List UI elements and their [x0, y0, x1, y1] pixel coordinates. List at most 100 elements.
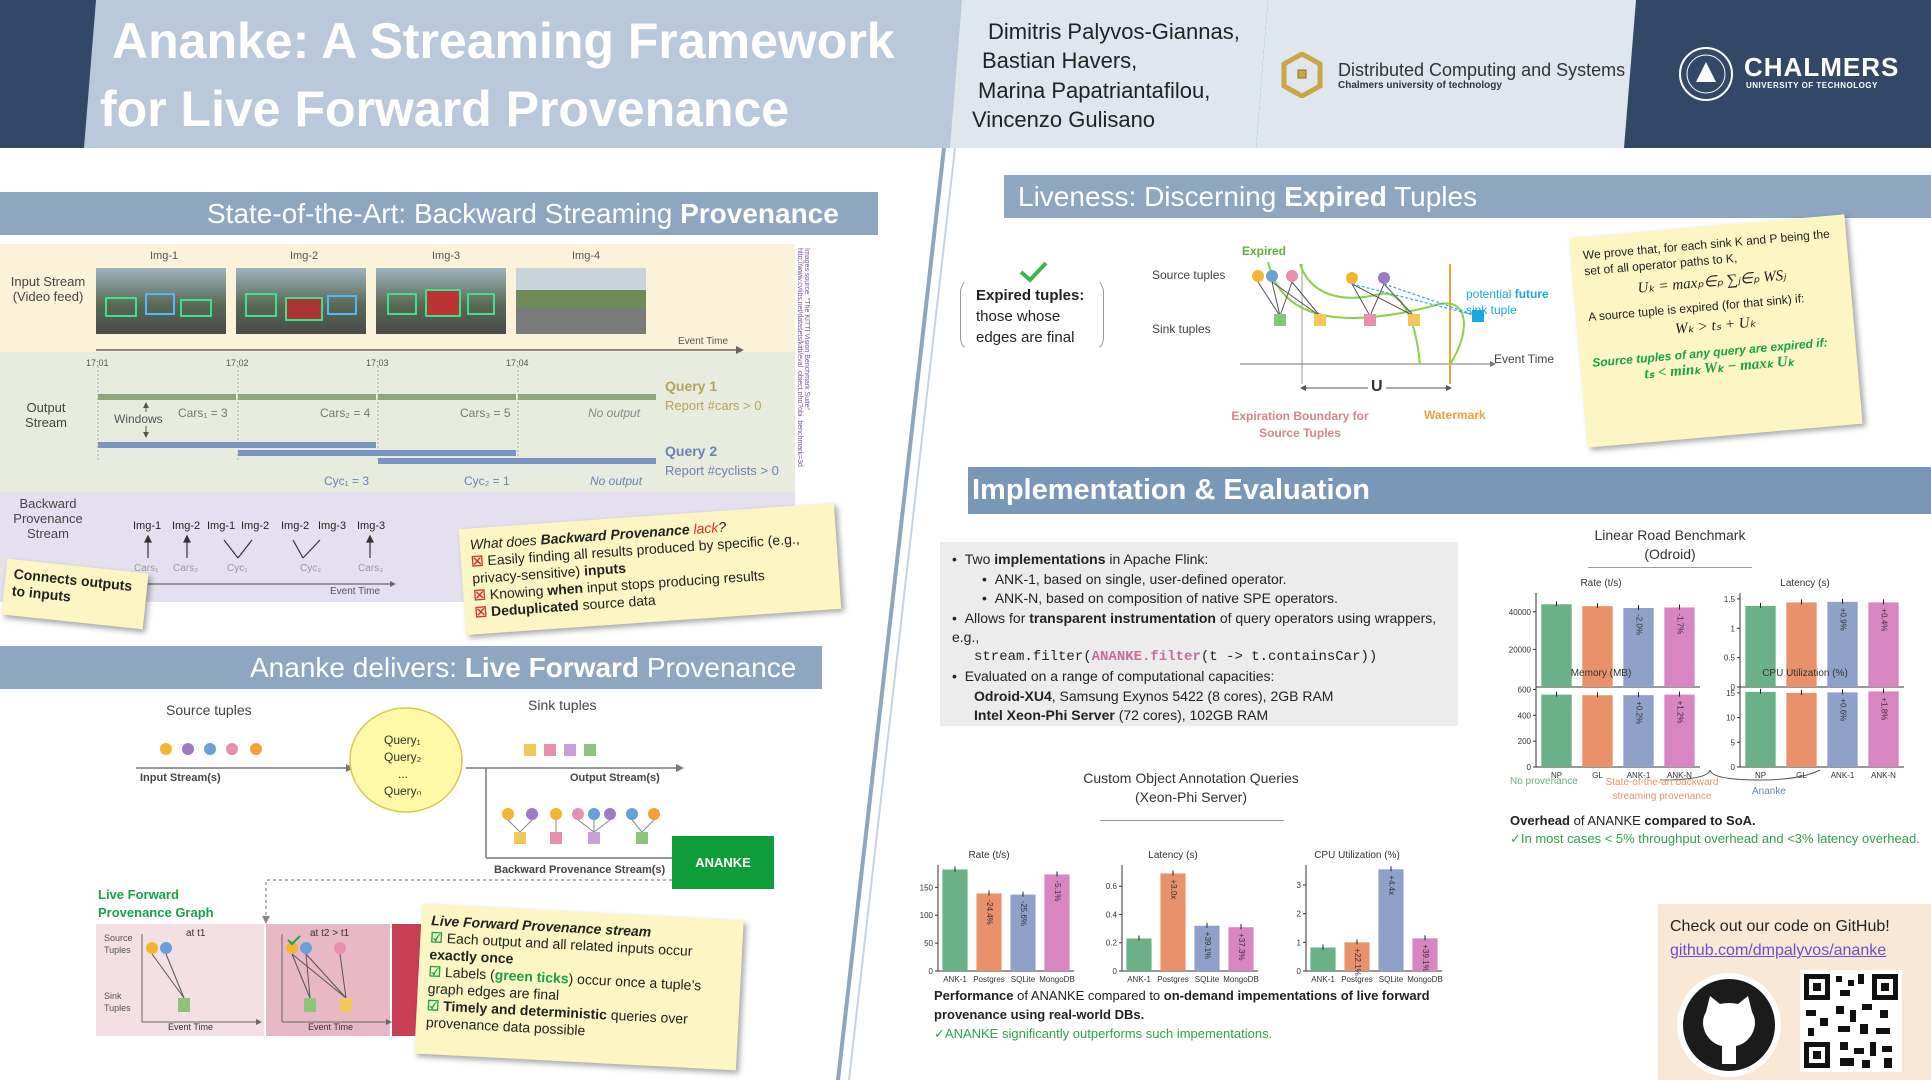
bar-value-label: -2.0% — [1634, 614, 1643, 635]
query2-desc: Report #cyclists > 0 — [665, 463, 779, 478]
bar — [1745, 605, 1776, 687]
source-dots — [160, 743, 262, 755]
section2-title: Ananke delivers: Live Forward Provenance — [0, 646, 822, 689]
bullet-capacities: • Evaluated on a range of computational … — [952, 668, 1275, 684]
expired-label: Expired — [1242, 244, 1287, 258]
event-time-axis-1 — [96, 346, 744, 354]
y-tick-label: 5 — [1731, 738, 1736, 747]
lr-caption: Overhead of ANANKE compared to SoA. ✓In … — [1510, 812, 1930, 848]
github-title: Check out our code on GitHub! — [1670, 918, 1890, 935]
bp-streams-label: Backward Provenance Stream(s) — [494, 864, 666, 876]
time-label-4: 17:04 — [506, 358, 529, 368]
query-1-label: Query₁ — [384, 733, 421, 747]
bar-value-label: +0.2% — [1634, 701, 1643, 724]
img-label-2: Img-2 — [290, 250, 319, 262]
lr-legend-np: No provenance — [1510, 776, 1578, 787]
sink-tuples-label: Sink tuples — [528, 697, 597, 713]
x-tick-label: GL — [1592, 771, 1603, 780]
query-n-label: Queryₙ — [384, 784, 422, 798]
y-tick-label: 0 — [1113, 967, 1118, 976]
cars-window-4 — [518, 394, 656, 400]
chart-title: Latency (s) — [1148, 850, 1198, 861]
chart-title: Rate (t/s) — [968, 850, 1010, 861]
bar-value-label: +3.0x — [1169, 879, 1178, 899]
lr-title-rule — [1588, 567, 1752, 568]
bar — [976, 893, 1002, 971]
chalmers-name: CHALMERS — [1744, 52, 1900, 82]
x-tick-label: ANK-1 — [943, 975, 967, 984]
section4-title: Implementation & Evaluation — [968, 467, 1931, 514]
y-tick-label: 200 — [1518, 737, 1532, 746]
bar-value-label: +22.1% — [1353, 948, 1362, 975]
co-caption-main: Performance of ANANKE compared to on-dem… — [934, 988, 1430, 1022]
bp-sub-3: Cyc₁ — [227, 563, 248, 574]
co-caption: Performance of ANANKE compared to on-dem… — [934, 986, 1494, 1043]
at-t1-label: at t1 — [186, 928, 206, 939]
bar-value-label: -24.4% — [985, 899, 994, 924]
bar — [1344, 942, 1370, 971]
source-tuples-label-3: Source tuples — [1152, 268, 1226, 282]
bar-value-label: +0.6% — [1838, 698, 1847, 721]
bar — [1868, 602, 1899, 687]
x-tick-label: Postgres — [1157, 975, 1189, 984]
chart-title: CPU Utilization (%) — [1762, 668, 1848, 679]
y-tick-label: 150 — [920, 883, 934, 892]
cross-icon: ☒ — [472, 586, 487, 604]
graph-panel-t1 — [96, 924, 264, 1036]
check-box-icon: ☑ — [428, 963, 442, 980]
x-tick-label: NP — [1755, 771, 1766, 780]
expired-box-brackets — [960, 278, 1104, 352]
author-4: Vincenzo Gulisano — [972, 107, 1156, 132]
sink-tuples-label-3: Sink tuples — [1152, 322, 1211, 336]
y-tick-label: 0.5 — [1724, 654, 1736, 663]
bar — [1044, 874, 1070, 971]
y-tick-label: 0.6 — [1106, 882, 1118, 891]
bp-item-2: Img-2 — [172, 520, 201, 532]
y-tick-label: 15 — [1726, 689, 1735, 698]
bar-value-label: +4.4x — [1387, 875, 1396, 895]
bar — [1868, 691, 1899, 767]
y-tick-label: 100 — [920, 911, 934, 920]
dcs-logo-icon — [1281, 52, 1323, 98]
at-t2-label: at t2 > t1 — [310, 928, 350, 939]
bar-value-label: +1.8% — [1879, 697, 1888, 720]
expiration-boundary-label: Expiration Boundary for Source Tuples — [1231, 409, 1369, 440]
bar — [1412, 938, 1438, 971]
co-subtitle-text: (Xeon-Phi Server) — [1134, 789, 1248, 805]
x-tick-label: SQLite — [1195, 975, 1220, 984]
u-label: U — [1368, 378, 1386, 396]
y-tick-label: 20000 — [1509, 645, 1532, 654]
y-tick-label: 3 — [1297, 881, 1302, 890]
divider-lines — [836, 148, 956, 1080]
y-tick-label: 0 — [1297, 967, 1302, 976]
y-tick-label: 0 — [929, 967, 934, 976]
lr-legend-soa: State-of-the-art backward streaming prov… — [1605, 777, 1719, 802]
query2-title: Query 2 — [665, 443, 718, 459]
header-title-panel — [84, 0, 964, 148]
bp-sub-2: Cars₂ — [173, 563, 198, 574]
bar — [1126, 938, 1152, 971]
cars-value-3: Cars₃ = 5 — [460, 406, 511, 420]
img-label-4: Img-4 — [572, 250, 601, 262]
query-2-label: Query₂ — [384, 750, 422, 764]
implementation-bullets: • Two implementations in Apache Flink: •… — [940, 542, 1458, 726]
bullet-odroid: Odroid-XU4, Samsung Exynos 5422 (8 cores… — [974, 687, 1334, 704]
cyc-window-3 — [378, 458, 656, 464]
cyc-value-2: Cyc₂ = 1 — [464, 474, 510, 488]
co-caption-green: ✓ANANKE significantly outperforms such i… — [934, 1026, 1273, 1041]
author-2: Bastian Havers, — [982, 48, 1138, 73]
bar — [1745, 691, 1776, 767]
graph-panel-t2 — [266, 924, 390, 1036]
bar — [1541, 604, 1572, 687]
qr-code-icon[interactable] — [1800, 970, 1902, 1072]
cars-window-3 — [378, 394, 516, 400]
author-3: Marina Papatriantafilou, — [978, 78, 1211, 103]
github-link[interactable]: github.com/dmpalyvos/ananke — [1670, 942, 1887, 959]
dcs-sub: Chalmers university of technology — [1338, 80, 1502, 91]
event-time-label-4: Event Time — [308, 1022, 354, 1032]
cross-icon: ☒ — [474, 603, 488, 621]
input-streams-label: Input Stream(s) — [140, 772, 221, 784]
bp-item-3: Img-1 — [207, 520, 236, 532]
